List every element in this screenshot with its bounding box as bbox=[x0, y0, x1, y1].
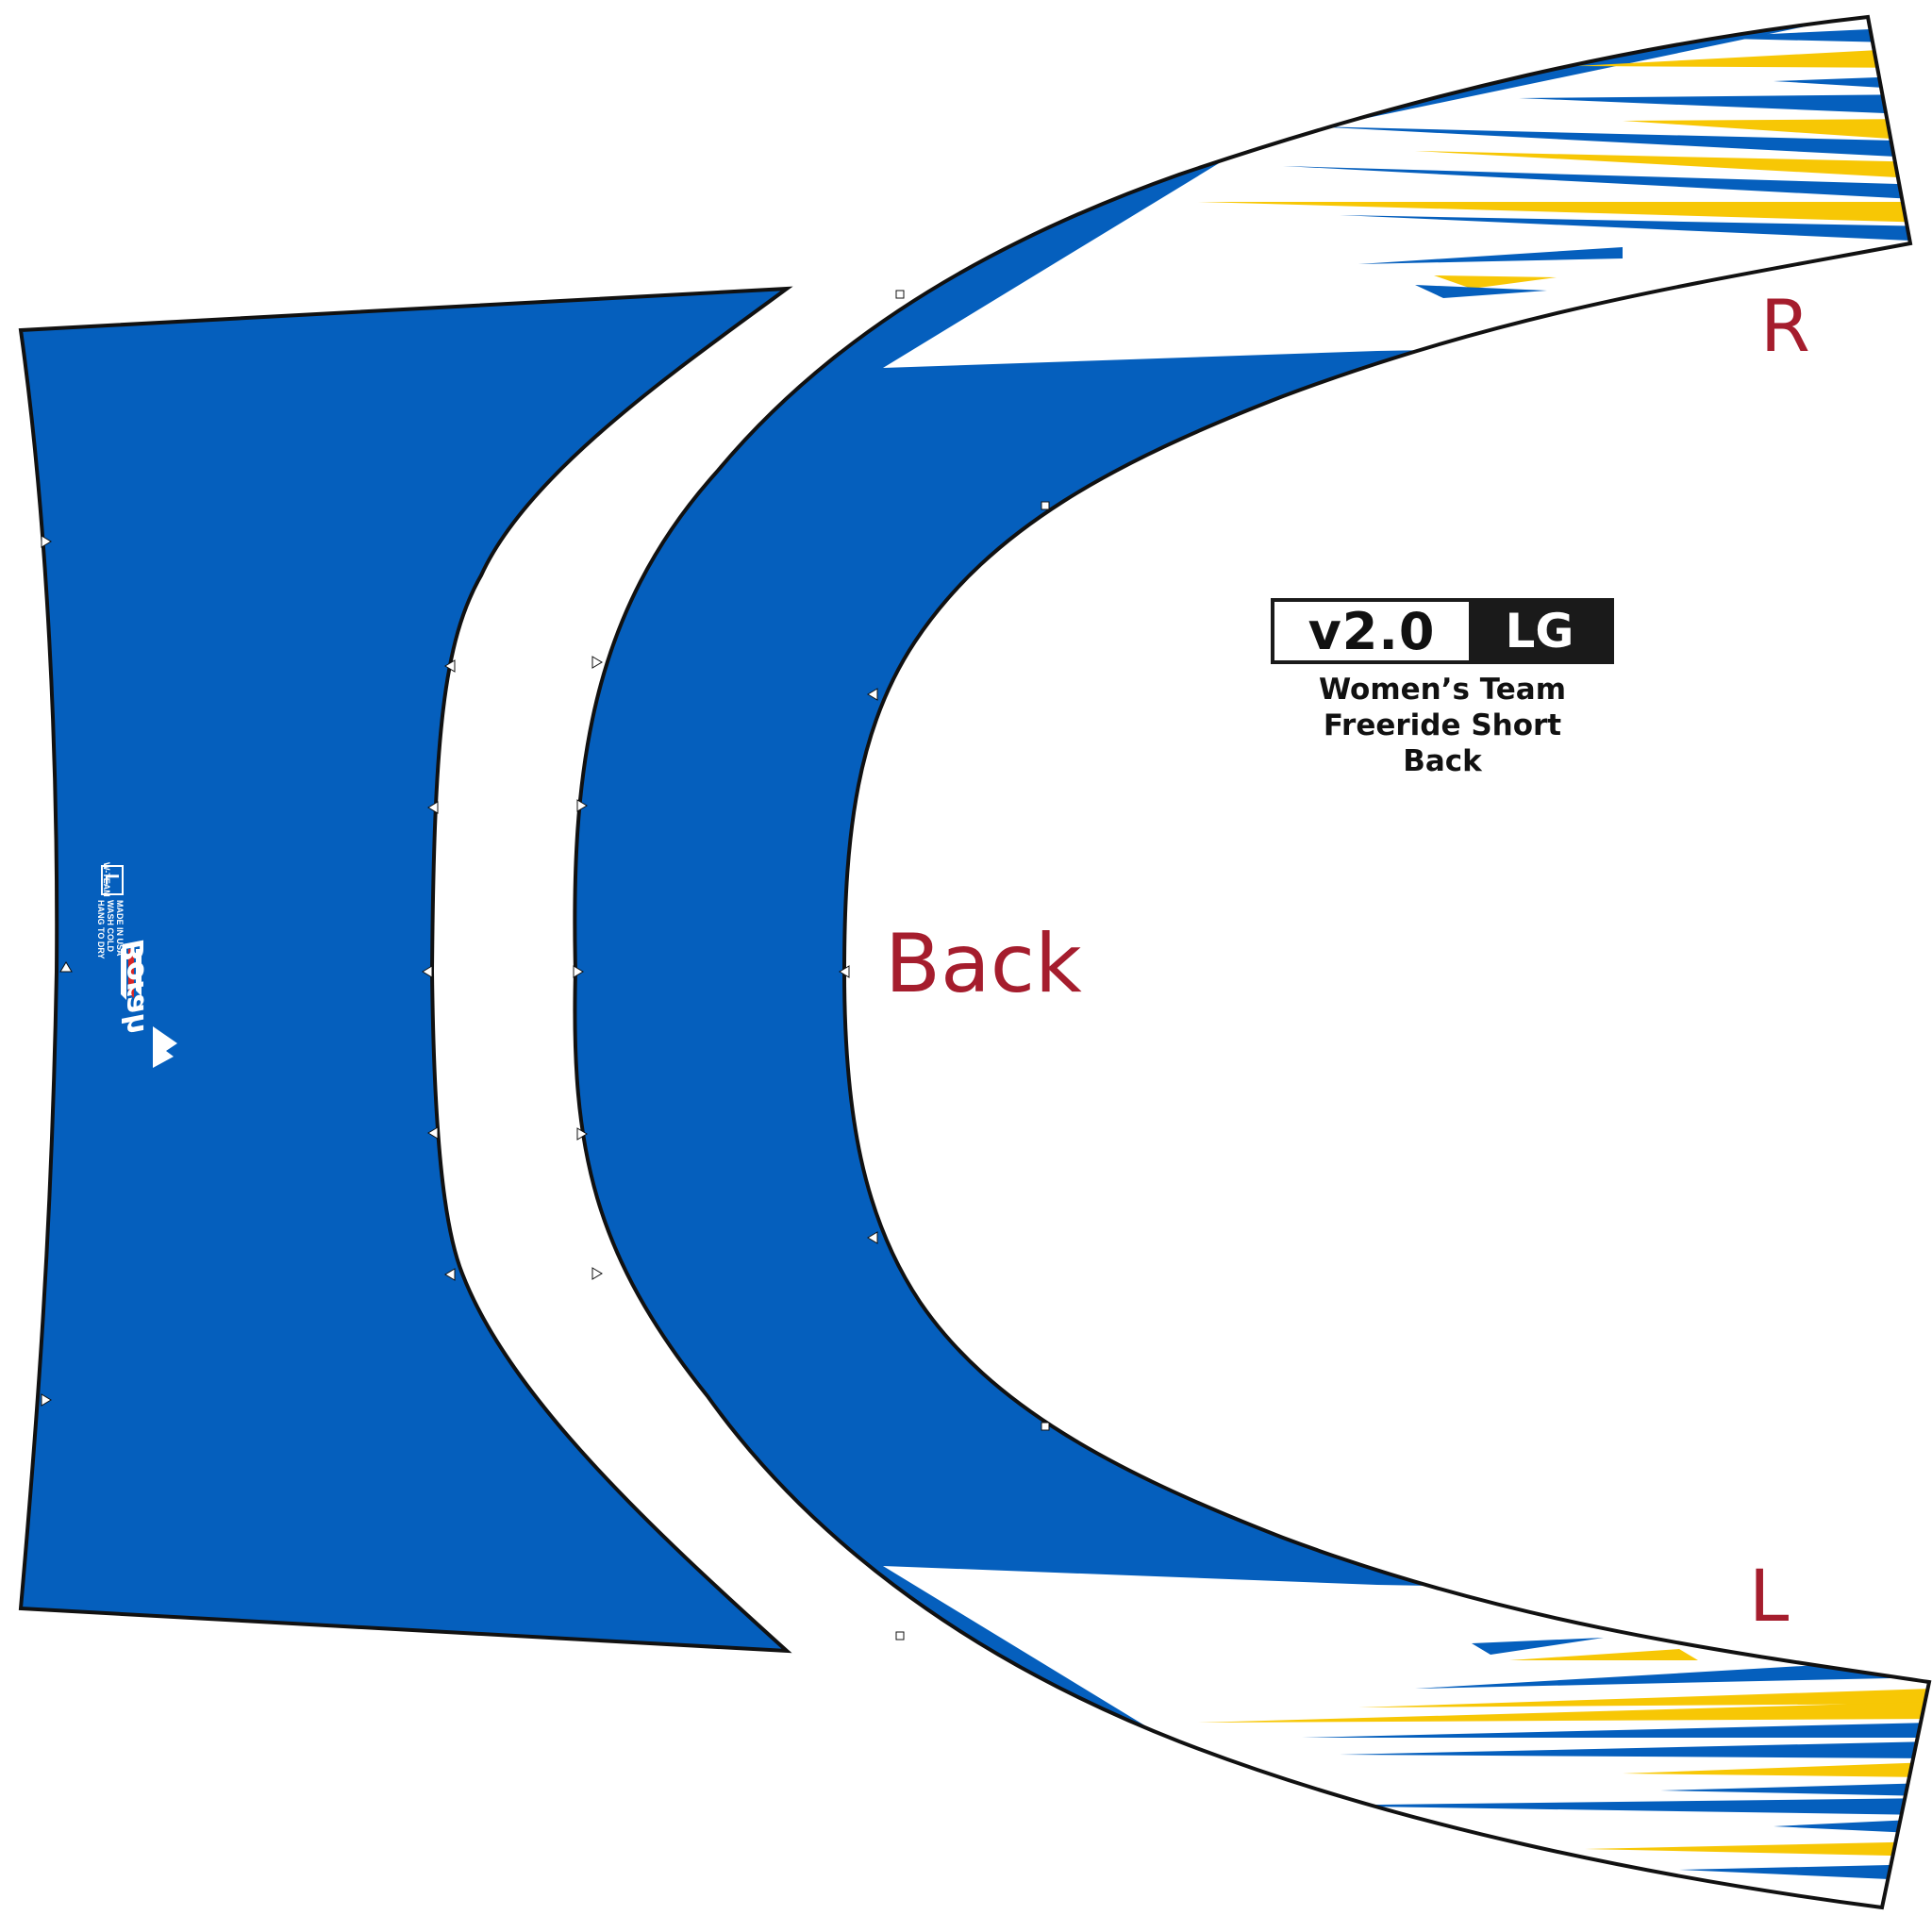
back-panel-left bbox=[18, 286, 793, 1654]
notch-marks-main bbox=[573, 290, 1050, 1641]
notch-marks-left bbox=[41, 535, 456, 1407]
description-line-2: Freeride Short bbox=[1323, 708, 1562, 742]
upper-leg-white bbox=[883, 17, 1929, 368]
version-label: v2.0 bbox=[1307, 601, 1436, 661]
flag-stripes-icon bbox=[121, 949, 142, 1000]
lower-stripes bbox=[1198, 1638, 1929, 1881]
description-line-3: Back bbox=[1403, 744, 1482, 778]
care-label-brand: Borah bbox=[118, 940, 151, 1034]
back-panel-main bbox=[573, 14, 1932, 1910]
back-label: Back bbox=[885, 917, 1082, 1011]
size-box bbox=[101, 865, 124, 895]
right-leg-label: R bbox=[1760, 284, 1810, 368]
description-line-1: Women’s Team bbox=[1318, 673, 1567, 707]
left-leg-label: L bbox=[1749, 1554, 1789, 1638]
size-label: LG bbox=[1469, 602, 1610, 660]
care-label-line3: HANG TO DRY bbox=[96, 900, 106, 959]
upper-stripes bbox=[1198, 26, 1929, 298]
version-size-tag: v2.0 LG bbox=[1271, 598, 1614, 664]
care-label-line1: MADE IN USA bbox=[115, 900, 125, 957]
care-label: W-TEAM L MADE IN USA WASH COLD HANG TO D… bbox=[96, 862, 177, 1068]
product-description: Women’s Team Freeride Short Back bbox=[1255, 672, 1630, 779]
care-label-team: W-TEAM bbox=[102, 862, 111, 897]
care-label-line2: WASH COLD bbox=[106, 900, 115, 952]
care-label-size: L bbox=[101, 874, 122, 885]
mountain-icon bbox=[153, 1026, 177, 1068]
